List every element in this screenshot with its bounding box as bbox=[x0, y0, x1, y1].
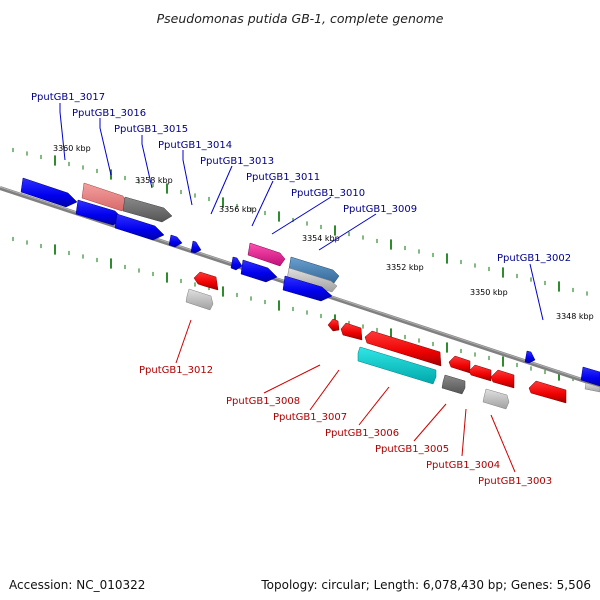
scale-label: 3360 kbp bbox=[53, 144, 91, 153]
leader-PputGB1_3014 bbox=[182, 150, 193, 206]
reverse-labels: PputGB1_3012 PputGB1_3008 PputGB1_3007 P… bbox=[139, 365, 552, 487]
label-PputGB1_3010[interactable]: PputGB1_3010 bbox=[291, 188, 365, 199]
leader-PputGB1_3009 bbox=[318, 213, 377, 251]
gene-PputGB1_3011[interactable] bbox=[247, 242, 286, 267]
topology-text: Topology: circular; Length: 6,078,430 bp… bbox=[261, 578, 591, 592]
leader-PputGB1_3007 bbox=[309, 369, 340, 411]
scale-label: 3358 kbp bbox=[135, 176, 173, 185]
label-PputGB1_3016[interactable]: PputGB1_3016 bbox=[72, 108, 146, 119]
label-PputGB1_3017[interactable]: PputGB1_3017 bbox=[31, 92, 105, 103]
gene-PputGB1_3002[interactable] bbox=[524, 350, 536, 364]
label-PputGB1_3004[interactable]: PputGB1_3004 bbox=[426, 460, 500, 471]
label-PputGB1_3007[interactable]: PputGB1_3007 bbox=[273, 412, 347, 423]
scale-label: 3356 kbp bbox=[219, 205, 257, 214]
gene-PputGB1_3015[interactable] bbox=[122, 196, 173, 223]
label-PputGB1_3005[interactable]: PputGB1_3005 bbox=[375, 444, 449, 455]
label-PputGB1_3008[interactable]: PputGB1_3008 bbox=[226, 396, 300, 407]
gene-edge-forward[interactable] bbox=[580, 366, 600, 387]
gene-PputGB1_3003[interactable] bbox=[482, 388, 510, 410]
forward-labels: PputGB1_3017 PputGB1_3016 PputGB1_3015 P… bbox=[31, 92, 571, 264]
label-PputGB1_3003[interactable]: PputGB1_3003 bbox=[478, 476, 552, 487]
label-PputGB1_3006[interactable]: PputGB1_3006 bbox=[325, 428, 399, 439]
gene-PputGB1_3009[interactable] bbox=[282, 275, 333, 302]
gene-PputGB1_3010[interactable] bbox=[288, 256, 340, 284]
gene-PputGB1_3008[interactable] bbox=[340, 322, 363, 341]
label-PputGB1_3002[interactable]: PputGB1_3002 bbox=[497, 253, 571, 264]
leader-PputGB1_3016 bbox=[99, 118, 112, 176]
gene-small-reverse[interactable] bbox=[327, 318, 340, 332]
leader-PputGB1_3011 bbox=[251, 180, 274, 227]
leader-PputGB1_3015 bbox=[141, 135, 153, 189]
gene-PputGB1_3011-lower[interactable] bbox=[240, 259, 278, 283]
leader-PputGB1_3008 bbox=[263, 364, 321, 394]
reverse-label-leaders bbox=[175, 319, 516, 473]
leader-PputGB1_3010 bbox=[271, 196, 332, 235]
leader-PputGB1_3017 bbox=[59, 103, 66, 161]
label-PputGB1_3013[interactable]: PputGB1_3013 bbox=[200, 156, 274, 167]
label-PputGB1_3011[interactable]: PputGB1_3011 bbox=[246, 172, 320, 183]
gene-edge-forward-lower[interactable] bbox=[584, 382, 600, 393]
gene-PputGB1_3004-c[interactable] bbox=[490, 369, 515, 389]
gene-PputGB1_3012-red[interactable] bbox=[193, 271, 219, 291]
gene-small-forward[interactable] bbox=[230, 256, 243, 271]
forward-label-leaders bbox=[59, 103, 544, 321]
leader-PputGB1_3004 bbox=[461, 408, 467, 457]
label-PputGB1_3014[interactable]: PputGB1_3014 bbox=[158, 140, 232, 151]
gene-reverse-right[interactable] bbox=[528, 380, 567, 404]
reverse-strand-features bbox=[185, 271, 567, 410]
gene-PputGB1_3014[interactable] bbox=[168, 234, 183, 248]
leader-PputGB1_3005 bbox=[413, 403, 447, 442]
scale-labels: 3360 kbp 3358 kbp 3356 kbp 3354 kbp 3352… bbox=[53, 144, 594, 321]
label-PputGB1_3009[interactable]: PputGB1_3009 bbox=[343, 204, 417, 215]
leader-PputGB1_3002 bbox=[529, 263, 544, 321]
scale-label: 3350 kbp bbox=[470, 288, 508, 297]
gene-PputGB1_3007[interactable] bbox=[364, 330, 442, 367]
scale-label: 3352 kbp bbox=[386, 263, 424, 272]
gene-PputGB1_3012[interactable] bbox=[185, 288, 214, 311]
leader-PputGB1_3013 bbox=[210, 165, 233, 215]
gene-PputGB1_3006[interactable] bbox=[357, 346, 437, 385]
leader-PputGB1_3003 bbox=[490, 414, 516, 473]
label-PputGB1_3015[interactable]: PputGB1_3015 bbox=[114, 124, 188, 135]
leader-PputGB1_3006 bbox=[358, 386, 390, 426]
gene-PputGB1_3005[interactable] bbox=[441, 374, 466, 395]
leader-PputGB1_3012 bbox=[175, 319, 192, 364]
forward-strand-features bbox=[20, 177, 600, 393]
gene-PputGB1_3013[interactable] bbox=[190, 240, 202, 254]
scale-label: 3348 kbp bbox=[556, 312, 594, 321]
accession-text: Accession: NC_010322 bbox=[9, 578, 146, 592]
tick-track-upper bbox=[12, 147, 588, 296]
map-title: Pseudomonas putida GB-1, complete genome bbox=[157, 11, 444, 26]
label-PputGB1_3012[interactable]: PputGB1_3012 bbox=[139, 365, 213, 376]
gene-PputGB1_3004-b[interactable] bbox=[468, 364, 492, 382]
gene-PputGB1_3015-lower[interactable] bbox=[114, 213, 165, 241]
gene-PputGB1_3017[interactable] bbox=[20, 177, 78, 208]
gene-PputGB1_3004-a[interactable] bbox=[448, 355, 471, 374]
scale-label: 3354 kbp bbox=[302, 234, 340, 243]
